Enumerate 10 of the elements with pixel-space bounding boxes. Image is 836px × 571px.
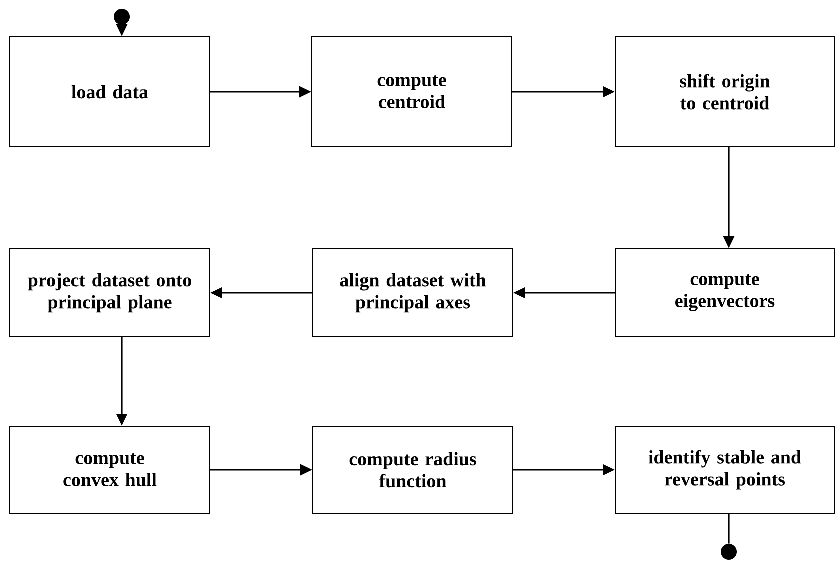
- process-box: compute radius function: [312, 426, 514, 514]
- terminal-dot: [721, 544, 737, 560]
- process-box: shift origin to centroid: [615, 36, 835, 148]
- process-box: identify stable and reversal points: [615, 426, 835, 514]
- process-box: compute eigenvectors: [615, 248, 835, 338]
- process-box: load data: [10, 36, 210, 148]
- process-box: align dataset with principal axes: [312, 248, 514, 338]
- process-box: compute convex hull: [10, 426, 210, 514]
- process-box: project dataset onto principal plane: [10, 248, 210, 338]
- process-box: compute centroid: [312, 36, 512, 148]
